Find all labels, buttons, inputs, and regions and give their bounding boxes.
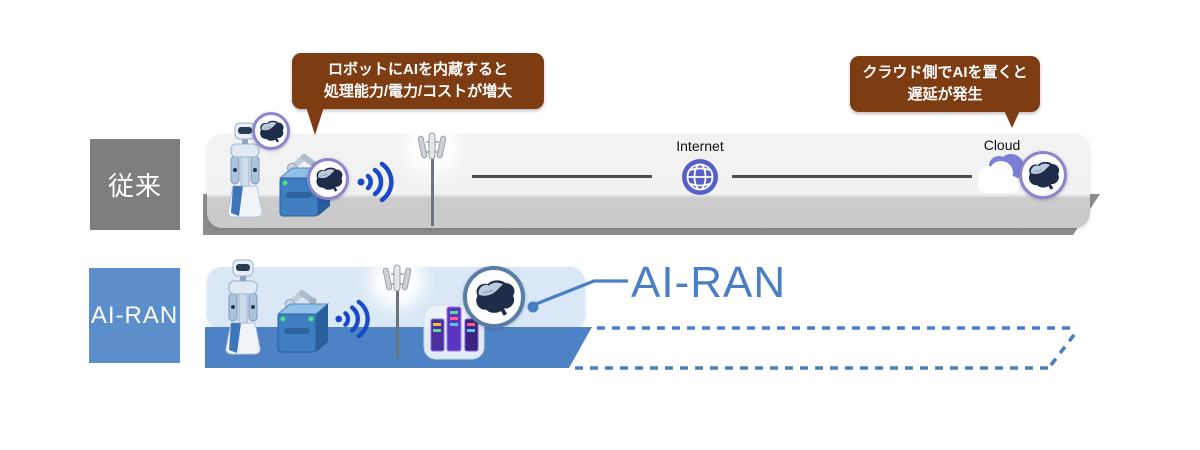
bubble-robot-line1: ロボットにAIを内蔵すると xyxy=(327,61,508,78)
row-label-airan: AI-RAN xyxy=(89,268,180,363)
ai-brain-badge xyxy=(252,112,290,150)
bubble-cloud-line2: 遅延が発生 xyxy=(907,85,983,103)
internet-globe-icon xyxy=(681,158,719,196)
antenna-icon xyxy=(414,130,450,226)
ai-brain-icon xyxy=(313,166,344,192)
internet-label-text: Internet xyxy=(676,138,724,154)
row-label-conventional: 従来 xyxy=(90,139,180,230)
ai-brain-icon xyxy=(471,278,517,316)
cloud-label-text: Cloud xyxy=(983,137,1021,153)
bubble-cloud-tail xyxy=(1003,108,1021,128)
link-line-left xyxy=(472,175,652,178)
airan-callout-label: AI-RAN xyxy=(631,261,786,305)
row-label-airan-text: AI-RAN xyxy=(90,301,179,329)
cloud-label: Cloud xyxy=(972,137,1032,153)
bubble-robot-ai: ロボットにAIを内蔵すると 処理能力/電力/コストが増大 xyxy=(292,53,544,109)
wifi-icon xyxy=(334,298,374,340)
conventional-panel xyxy=(207,134,1090,228)
cloud-icon xyxy=(975,153,1031,195)
wifi-icon xyxy=(356,160,398,204)
ai-brain-badge xyxy=(307,158,349,200)
airan-callout-text: AI-RAN xyxy=(631,258,787,307)
antenna-icon xyxy=(379,262,415,358)
ai-brain-icon xyxy=(1025,160,1061,190)
bubble-cloud-latency: クラウド側でAIを置くと 遅延が発生 xyxy=(850,56,1040,112)
bubble-cloud-line1: クラウド側でAIを置くと xyxy=(862,64,1028,81)
ai-brain-badge-large xyxy=(463,266,525,328)
link-line-right xyxy=(732,175,972,178)
gpu-server-icon xyxy=(423,293,485,361)
humanoid-robot-icon xyxy=(220,257,266,359)
ai-brain-icon xyxy=(257,119,285,143)
robot-arm-icon xyxy=(272,288,334,358)
ai-brain-badge xyxy=(1019,151,1067,199)
humanoid-robot-icon xyxy=(222,120,268,222)
row-label-conventional-text: 従来 xyxy=(107,171,162,201)
bubble-robot-line2: 処理能力/電力/コストが増大 xyxy=(323,82,513,100)
internet-label: Internet xyxy=(660,138,740,154)
bubble-robot-tail xyxy=(306,107,324,135)
